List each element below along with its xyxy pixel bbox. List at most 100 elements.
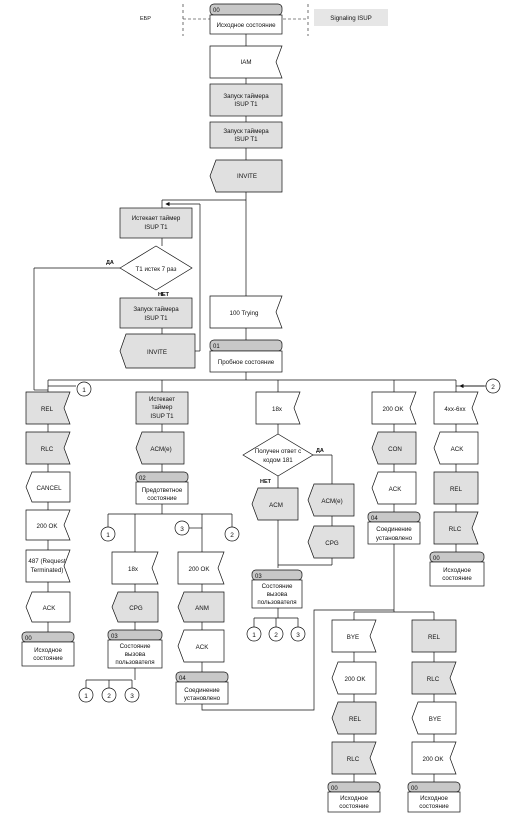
col2-connector-2 [224,526,240,542]
task-start-t1-a-line2: ISUP T1 [234,101,258,108]
sub2a-connector-2 [101,687,117,703]
col6-200ok-output [331,661,377,695]
col5-4xx-input [433,391,479,425]
col1-cancel-output [25,471,71,503]
col2-t1-line3: ISUP T1 [150,413,174,420]
col2-t1-expired [135,391,189,425]
connector-1-top [76,381,92,397]
signal-invite-loop-label: INVITE [147,349,167,356]
col6-state-number: 00 [331,786,338,792]
col1-rlc-label: RLC [41,446,54,453]
col1-200ok-label: 200 OK [37,523,59,530]
col3-decision-line2: кодом 181 [263,457,293,464]
header-left-label: ЕБР [140,16,151,22]
sub2a-state-line1: Состояние [120,643,151,650]
col7-state-line2: состояние [419,803,449,810]
col1-ack-label: ACK [43,605,57,612]
state-trial: 01 Пробное состояние [209,339,283,373]
state-trial-label: Пробное состояние [218,359,275,366]
col4-state-number: 04 [371,516,378,522]
col3-acm-e-output [307,483,355,517]
col3-decision-181 [242,433,314,477]
col3-decision-no: НЕТ [260,479,272,485]
col4-200ok-input [371,391,417,425]
state-initial-top-label: Исходное состояние [216,22,276,29]
col3-state-call: 03 Состояние вызова пользователя [251,569,303,609]
col2-connector-1 [100,526,116,542]
state-initial-top: 00 Исходное состояние [209,3,283,35]
col5-state-initial: 00 Исходное состояние [429,551,485,587]
col2-lines [85,424,233,689]
col6-200ok-label: 200 OK [345,676,367,683]
col3-18x-input [255,391,301,425]
sub2b-anm-label: ANM [195,605,209,612]
signal-iam-label: IAM [240,59,251,66]
col5-state-line1: Исходное [443,567,471,574]
sub2b-anm-output [177,591,225,623]
col7-200ok-label: 200 OK [423,756,445,763]
signal-trying-label: 100 Trying [230,310,259,317]
sub2a-state-line2: вызова [125,651,146,658]
col2-connector-1-label: 1 [106,532,110,539]
col7-bye-label: BYE [429,716,441,723]
col3-decision-yes: ДА [316,448,324,454]
col3-connector-1-label: 1 [252,632,256,639]
col1-ack-output [25,591,71,623]
col3-lines [253,424,333,627]
task-start-t1-b-line2: ISUP T1 [234,136,258,143]
sub2a-state-call: 03 Состояние вызова пользователя [107,629,163,669]
col2-state-prealert: 02 Предответное состояние [135,471,189,505]
sub2b-200ok-input [177,551,225,585]
sub2a-connector-2-label: 2 [107,693,111,700]
col4-state-line1: Соединение [376,526,412,533]
col5-ack-label: ACK [451,446,465,453]
col1-state-line1: Исходное [34,647,62,654]
col4-ack-label: ACK [389,486,403,493]
col3-decision-line1: Получен ответ с [255,448,302,455]
col3-cpg-output [307,525,355,559]
col6-state-initial: 00 Исходное состояние [327,781,381,813]
col6-state-line2: состояние [339,803,369,810]
col7-state-number: 00 [411,786,418,792]
decision-t1-no: НЕТ [158,292,170,298]
col3-connector-2 [268,626,284,642]
task-t1-expired [119,207,193,239]
sub2b-ack-label: ACK [196,644,210,651]
task-start-t1-c [119,297,193,329]
col6-rlc-input [331,741,377,775]
col6-rlc-label: RLC [347,756,360,763]
col2-connector-3-label: 3 [180,526,184,533]
connector-1-top-label: 1 [82,387,86,394]
col4-200ok-label: 200 OK [383,406,405,413]
task-start-t1-b [209,121,283,149]
task-t1-expired-line1: Истекает таймер [132,215,181,222]
col3-connector-2-label: 2 [274,632,278,639]
signal-iam-input [209,45,283,79]
col1-487-input [25,549,71,583]
col1-200ok-input [25,509,71,541]
col1-rel-input [25,391,71,425]
col2-state-line2: состояние [147,495,177,502]
state-trial-number: 01 [213,344,220,350]
col6-state-line1: Исходное [340,795,368,802]
sub2b-state-connected: 04 Соединение установлено [175,671,229,705]
sub2b-200ok-label: 200 OK [189,566,211,573]
col5-state-number: 00 [433,556,440,562]
col7-state-line1: Исходное [420,795,448,802]
state-initial-top-number: 00 [213,8,220,14]
task-start-t1-c-line2: ISUP T1 [144,315,168,322]
col1-rel-label: REL [41,406,54,413]
signal-invite-output [209,159,283,193]
col4-con-label: CON [388,446,402,453]
col4-con-output [371,431,417,465]
decision-t1-seven-label: T1 истек 7 раз [136,266,177,273]
col4-state-line2: установлено [376,535,413,542]
col2-state-line1: Предответное [142,487,183,494]
sub2b-state-number: 04 [179,676,186,682]
col3-connector-3 [290,626,306,642]
col2-acm-label: ACM(e) [150,446,171,453]
col2-connector-2-label: 2 [230,532,234,539]
col3-connector-3-label: 3 [296,632,300,639]
sub2a-cpg-output [111,591,159,623]
task-t1-expired-line2: ISUP T1 [144,224,168,231]
